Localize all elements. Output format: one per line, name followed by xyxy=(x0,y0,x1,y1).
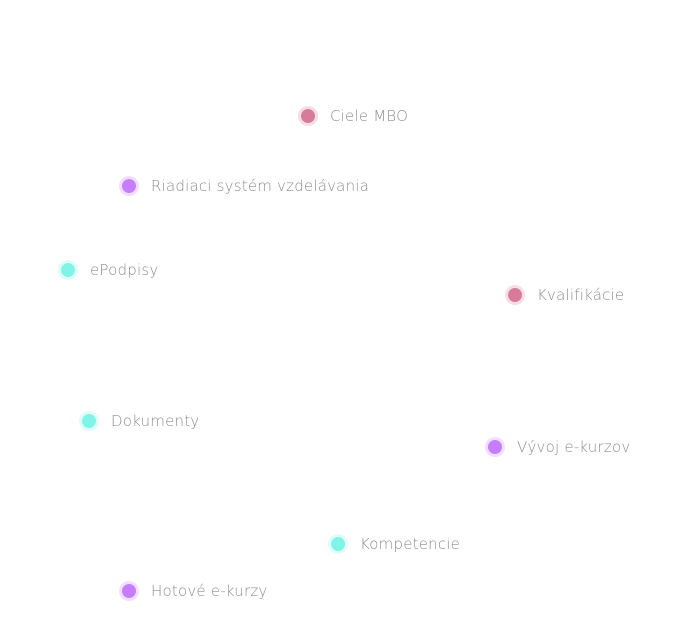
dot-icon xyxy=(328,534,348,554)
item-label: Ciele MBO xyxy=(330,107,409,125)
item-vyvoj-e-kurzov[interactable]: Vývoj e-kurzov xyxy=(485,436,631,458)
dot-icon xyxy=(119,176,139,196)
item-label: Kvalifikácie xyxy=(537,286,625,304)
item-label: Hotové e-kurzy xyxy=(151,582,268,600)
item-hotove-e-kurzy[interactable]: Hotové e-kurzy xyxy=(119,580,268,602)
dot-icon xyxy=(298,106,318,126)
item-riadiaci-system[interactable]: Riadiaci systém vzdelávania xyxy=(119,175,370,197)
item-ciele-mbo[interactable]: Ciele MBO xyxy=(298,105,409,127)
item-dokumenty[interactable]: Dokumenty xyxy=(79,410,200,432)
item-label: Vývoj e-kurzov xyxy=(517,438,631,456)
dot-icon xyxy=(485,437,505,457)
item-label: ePodpisy xyxy=(90,261,159,279)
item-kvalifikacie[interactable]: Kvalifikácie xyxy=(505,284,625,306)
dot-icon xyxy=(119,581,139,601)
dot-icon xyxy=(79,411,99,431)
item-kompetencie[interactable]: Kompetencie xyxy=(328,533,461,555)
item-epodpisy[interactable]: ePodpisy xyxy=(58,259,159,281)
item-label: Dokumenty xyxy=(111,412,200,430)
dot-icon xyxy=(58,260,78,280)
item-label: Riadiaci systém vzdelávania xyxy=(151,177,370,195)
item-label: Kompetencie xyxy=(360,535,461,553)
dot-icon xyxy=(505,285,525,305)
